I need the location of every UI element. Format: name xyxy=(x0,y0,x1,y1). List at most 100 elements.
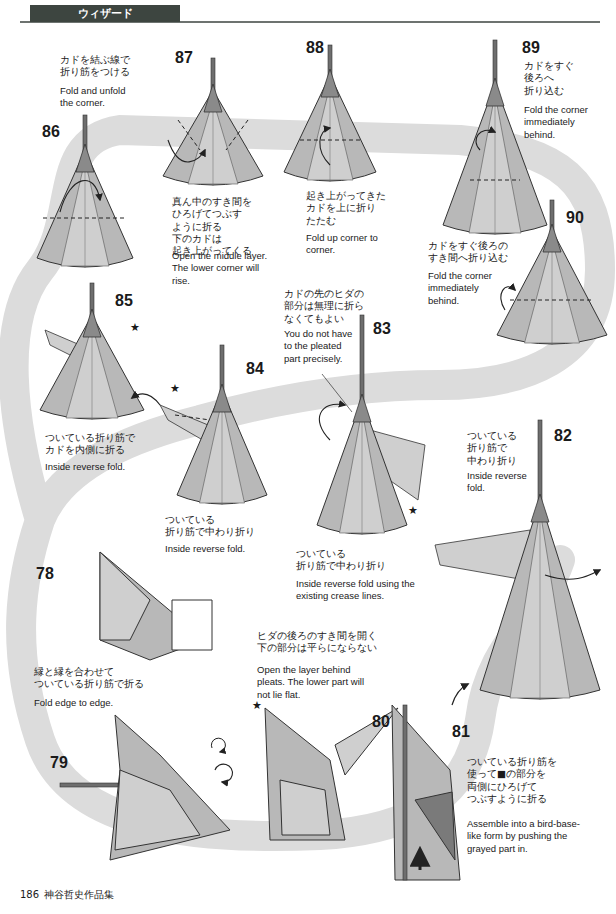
staff xyxy=(403,705,407,880)
book-title: 神谷哲史作品集 xyxy=(44,890,114,900)
staff xyxy=(60,783,118,787)
hat xyxy=(543,224,561,252)
step-number: 86 xyxy=(42,124,60,140)
step-number: 79 xyxy=(50,755,68,771)
instruction-text: 縁と縁を合わせて ついている折り筋で折る xyxy=(34,666,143,691)
instruction-text: ヒダの後ろのすき間を開く 下の部分は平らにならない xyxy=(257,630,376,655)
fold-arrow xyxy=(168,140,205,162)
fold-arrow xyxy=(60,180,100,212)
crease xyxy=(222,400,223,505)
instruction-text: Fold up corner to corner. xyxy=(306,232,396,257)
fold-arrow xyxy=(320,128,330,165)
fold-line xyxy=(175,415,210,420)
instruction-text: 真ん中のすき間を ひろげてつぶす ように折る 下のカドは 起き上がってくる xyxy=(172,196,253,258)
note-text: カドの先のヒダの 部分は無理に折ら なくてもよい xyxy=(284,288,365,325)
instruction-text: ついている折り筋で カドを内側に折る xyxy=(45,432,135,457)
model-facet xyxy=(280,780,330,835)
fold-arrow xyxy=(319,404,345,440)
step-number: 85 xyxy=(115,293,133,309)
hat xyxy=(353,394,371,422)
crease xyxy=(540,510,541,700)
wizard-model xyxy=(160,345,267,505)
fold-line xyxy=(510,300,594,301)
turn-over-symbol xyxy=(215,764,232,782)
instruction-text: ついている 折り筋で中わり折り xyxy=(165,514,255,539)
step-number: 89 xyxy=(522,40,540,56)
leader-line xyxy=(322,374,352,412)
turn-over-symbol xyxy=(211,738,225,752)
robe xyxy=(480,500,600,699)
crease xyxy=(362,410,363,535)
wizard-model xyxy=(163,58,263,186)
arm-flap xyxy=(435,530,530,580)
instruction-text: カドをすぐ後ろの すき間へ折り込む xyxy=(428,240,509,265)
folded-model xyxy=(392,705,460,880)
instruction-text: 起き上がってきた カドを上に折り たたむ xyxy=(306,190,387,227)
step-band xyxy=(14,130,600,836)
crease xyxy=(330,85,331,182)
wizard-model xyxy=(435,420,600,700)
push-arrow xyxy=(419,850,422,870)
fold-arrow xyxy=(476,130,495,150)
star-mark: ★ xyxy=(170,383,180,394)
step-arrow xyxy=(452,684,468,705)
model-facet xyxy=(115,770,200,850)
step-number: 87 xyxy=(175,50,193,66)
fold-line xyxy=(470,180,520,181)
crease xyxy=(92,325,93,420)
star-mark: ★ xyxy=(130,322,140,333)
wizard-model xyxy=(40,283,144,420)
instruction-text: カドを結ぶ線で 折り筋をつける xyxy=(60,54,131,79)
instruction-text: カドをすぐ 後ろへ 折り込む xyxy=(524,60,576,97)
star-mark: ★ xyxy=(408,505,418,516)
step-number: 82 xyxy=(554,428,572,444)
fold-arrow xyxy=(545,570,600,579)
fold-line xyxy=(300,140,360,141)
model-wing xyxy=(335,708,398,775)
step-number: 88 xyxy=(306,40,324,56)
instruction-text: Inside reverse fold. xyxy=(45,461,155,473)
crease xyxy=(213,100,214,186)
crease xyxy=(495,94,496,235)
hat xyxy=(531,494,549,522)
wizard-model xyxy=(497,200,607,345)
instruction-text: Inside reverse fold. xyxy=(165,543,275,555)
page-number: 186 xyxy=(20,890,39,900)
page-title: ウィザード xyxy=(30,5,180,22)
note-text: You do not have to the pleated part prec… xyxy=(284,328,356,365)
model-facet xyxy=(100,552,150,640)
step-arrow xyxy=(132,394,160,405)
hat xyxy=(204,84,222,112)
instruction-text: ついている 折り筋で中わり折り xyxy=(296,548,386,573)
instruction-text: Inside reverse fold. xyxy=(467,470,527,495)
crease xyxy=(85,160,86,268)
instruction-text: ついている折り筋を 使って■の部分を 両側にひろげて つぶすように折る xyxy=(467,756,557,805)
wizard-model xyxy=(284,45,376,182)
instruction-text: Fold and unfold the corner. xyxy=(60,85,138,110)
grayed-part xyxy=(415,792,455,860)
step-number: 81 xyxy=(452,724,470,740)
hat xyxy=(83,309,101,337)
wizard-model xyxy=(37,115,133,268)
step-number: 80 xyxy=(372,714,390,730)
step-number: 84 xyxy=(246,361,264,377)
crease xyxy=(552,240,553,345)
folded-model xyxy=(265,708,345,840)
instruction-text: Inside reverse fold using the existing c… xyxy=(296,578,426,603)
hat xyxy=(213,384,231,412)
instruction-text: Assemble into a bird-base-like form by p… xyxy=(467,818,582,855)
instruction-text: Fold the corner immediately behind. xyxy=(428,270,500,307)
star-mark: ★ xyxy=(252,700,262,711)
step-number: 83 xyxy=(373,321,391,337)
instruction-text: Fold edge to edge. xyxy=(34,697,134,709)
step-number: 78 xyxy=(36,566,54,582)
hat xyxy=(76,144,94,172)
instruction-text: Fold the corner immediately behind. xyxy=(524,104,596,141)
hat xyxy=(486,78,504,106)
instruction-text: ついている 折り筋で 中わり折り xyxy=(467,430,519,467)
hat xyxy=(321,69,339,97)
folded-model xyxy=(110,715,230,860)
step-number: 90 xyxy=(566,210,584,226)
fold-line xyxy=(178,120,248,150)
instruction-text: Open the middle layer. The lower corner … xyxy=(172,250,272,287)
